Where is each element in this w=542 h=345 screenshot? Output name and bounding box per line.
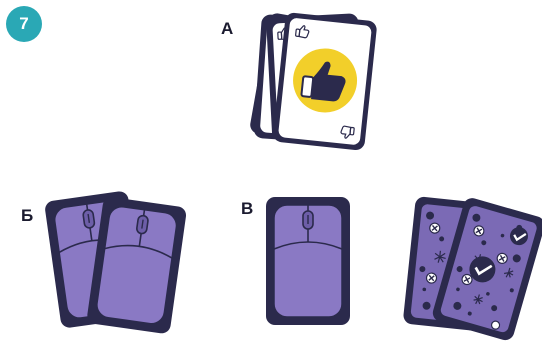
thumbs-up-card[interactable] xyxy=(272,12,377,151)
card-pair-pattern[interactable] xyxy=(403,196,542,342)
mouse-card-v[interactable] xyxy=(266,197,350,325)
card-pair-b[interactable] xyxy=(44,190,187,334)
card-stack-a[interactable] xyxy=(249,12,378,151)
